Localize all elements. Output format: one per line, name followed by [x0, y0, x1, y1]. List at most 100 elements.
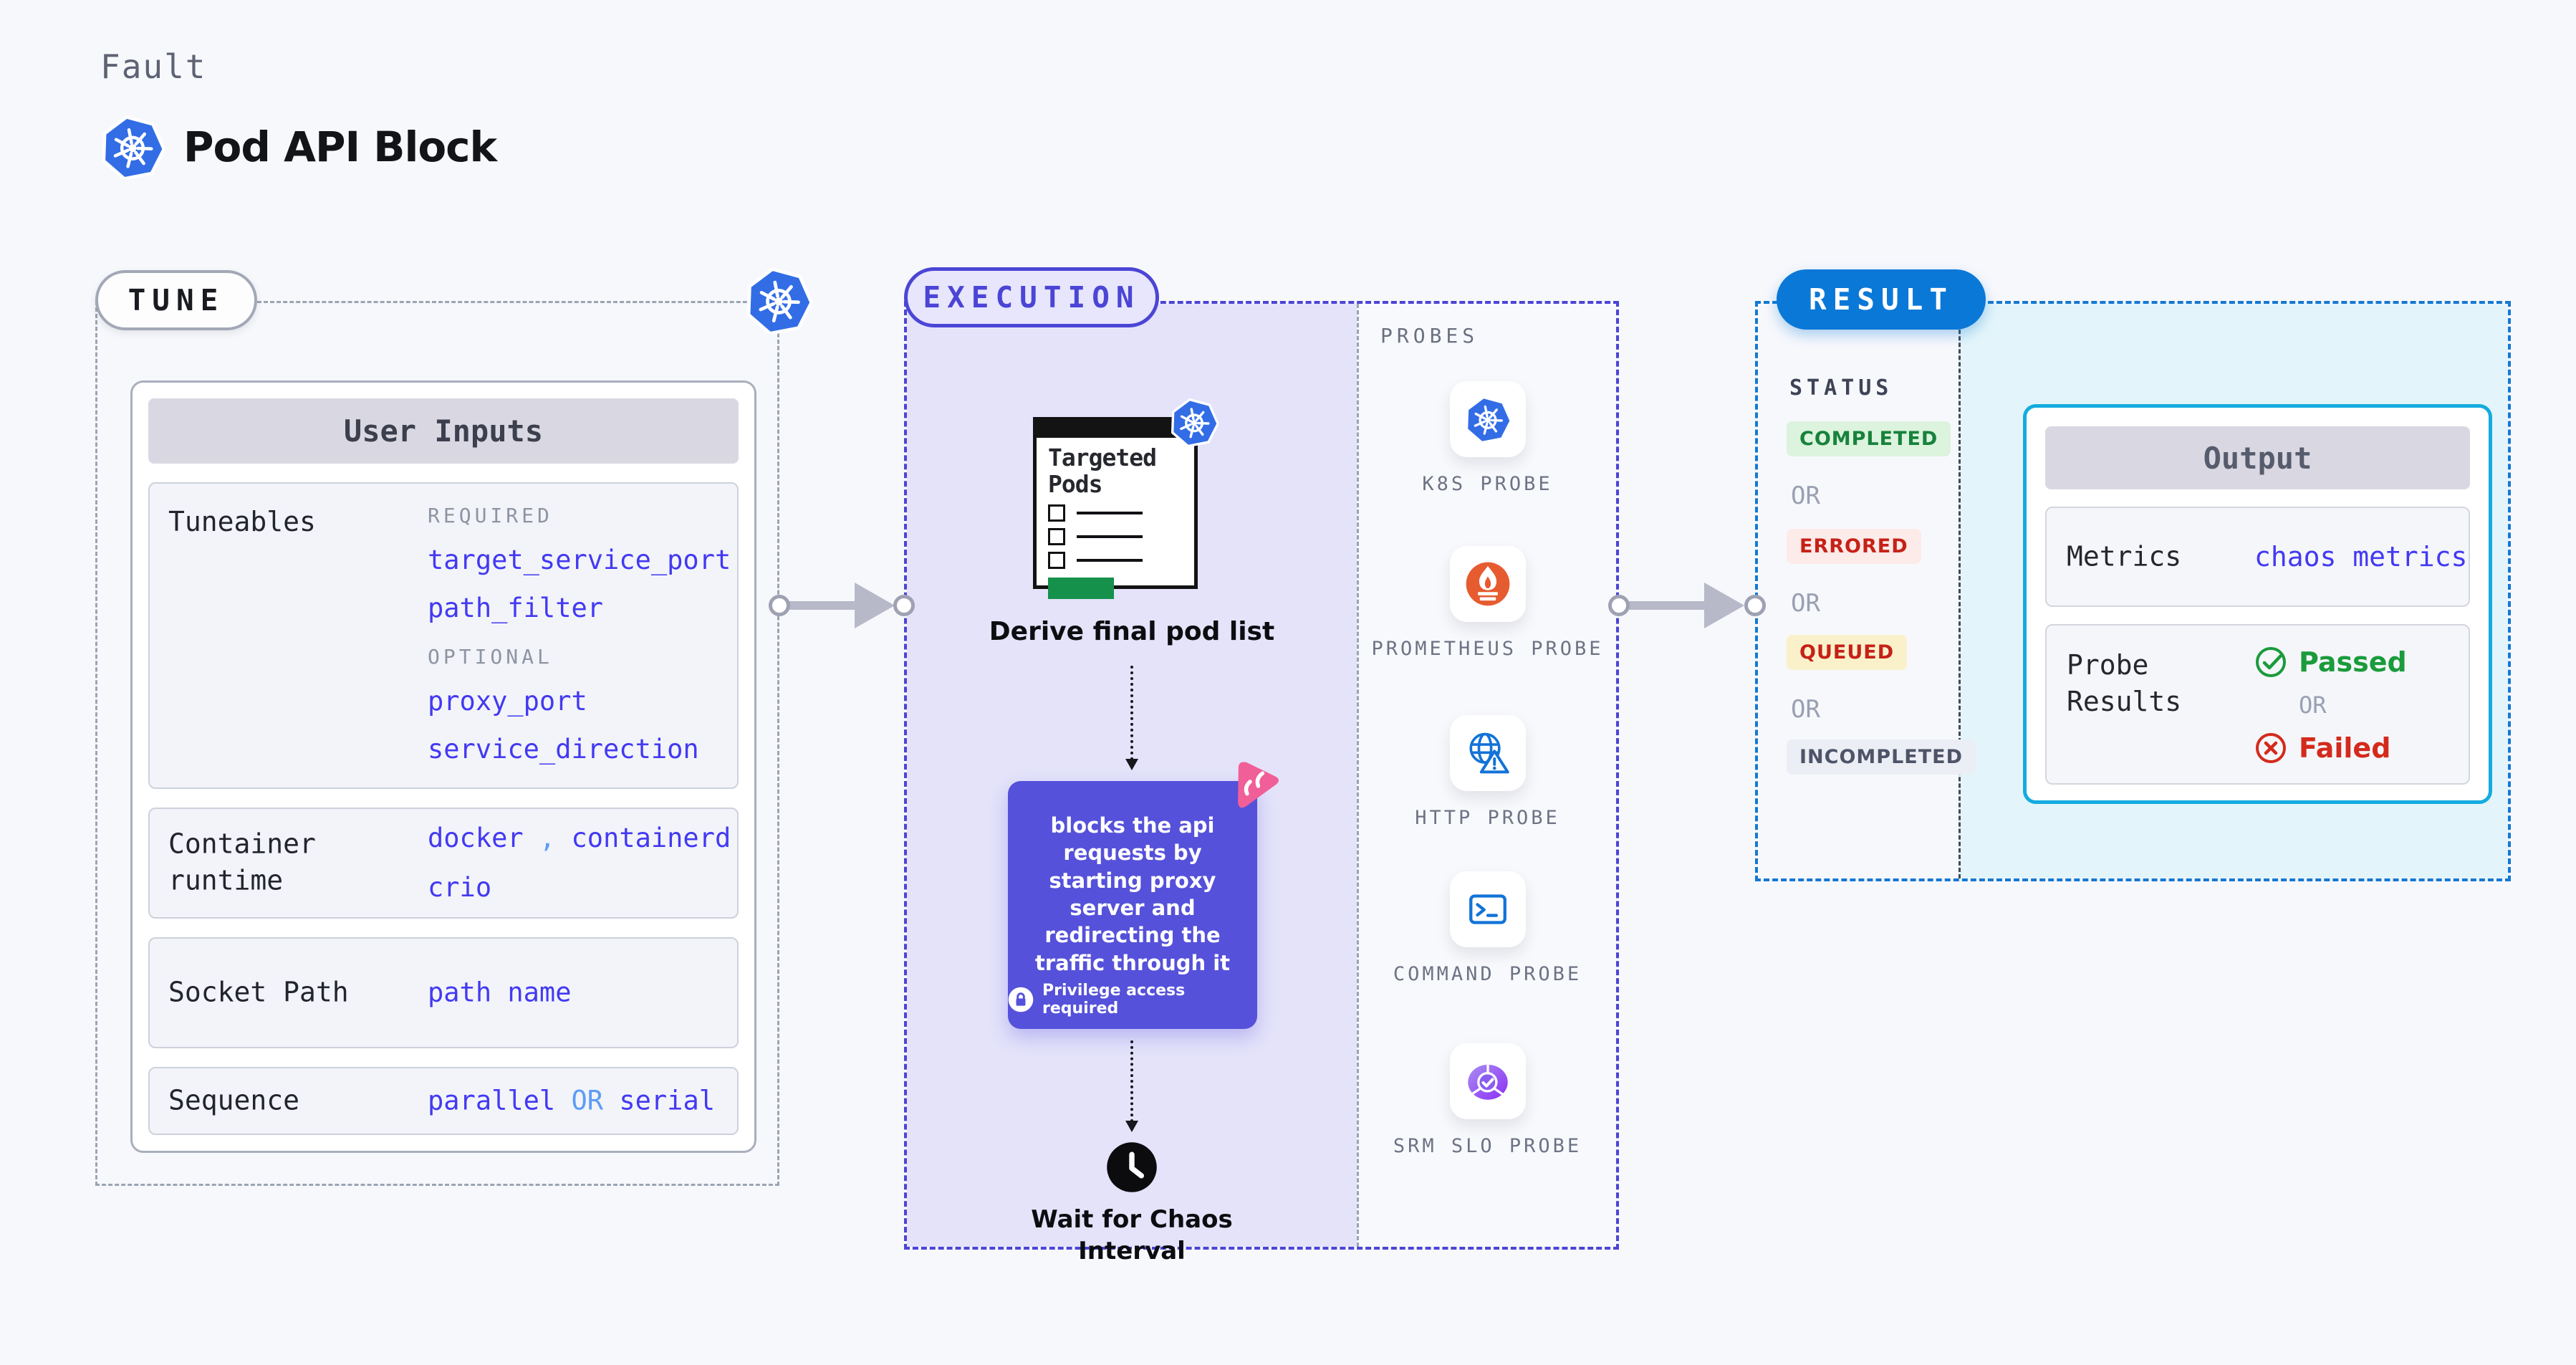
user-inputs-title: User Inputs: [148, 398, 739, 464]
fault-action-card: blocks the api requests by starting prox…: [1008, 762, 1279, 1029]
tuneable-target-service-port: target_service_port: [428, 545, 731, 576]
kubernetes-icon: [100, 115, 165, 179]
probe-label: PROMETHEUS PROBE: [1371, 638, 1604, 660]
runtime-crio: crio: [428, 872, 492, 904]
flow-arrow-down: [1125, 1040, 1138, 1132]
or-separator: OR: [2299, 691, 2327, 719]
result-section: STATUS COMPLETED OR ERRORED OR QUEUED OR…: [1755, 301, 2511, 881]
probe-k8s: K8S PROBE: [1359, 381, 1616, 498]
passed-result: Passed: [2254, 646, 2407, 679]
runtime-containerd: containerd: [571, 823, 731, 854]
or-separator: OR: [1791, 695, 1820, 724]
probe-results-row: Probe Results Passed OR Failed: [2045, 624, 2470, 785]
pod-checklist-item: [1048, 551, 1183, 569]
flow-arrow-down: [1125, 666, 1138, 770]
probe-card: [1449, 546, 1526, 622]
kubernetes-icon: [1464, 396, 1512, 443]
socket-path-label: Socket Path: [168, 976, 349, 1008]
user-inputs-card: User Inputs Tuneables REQUIRED target_se…: [130, 380, 756, 1153]
x-circle-icon: [2256, 733, 2286, 763]
window-titlebar: [1037, 421, 1194, 438]
tune-section: [95, 301, 779, 1186]
kubernetes-icon: [1170, 398, 1219, 446]
passed-label: Passed: [2299, 646, 2407, 678]
status-badge-completed: COMPLETED: [1787, 421, 1951, 456]
chaos-icon: [1238, 762, 1279, 808]
derive-pod-list-label: Derive final pod list: [989, 617, 1275, 646]
probe-label: SRM SLO PROBE: [1393, 1135, 1582, 1157]
metrics-value: chaos metrics: [2254, 541, 2468, 573]
privilege-note: Privilege access required: [1008, 982, 1257, 1017]
metrics-row: Metrics chaos metrics: [2045, 507, 2470, 607]
failed-result: Failed: [2254, 732, 2407, 765]
sequence-row: Sequence parallel OR serial: [148, 1066, 739, 1135]
runtime-docker: docker: [428, 823, 524, 854]
wait-chaos-interval-label: Wait for Chaos Interval: [1031, 1205, 1233, 1266]
probe-card: [1449, 871, 1526, 947]
container-runtime-label: Container runtime: [168, 828, 316, 897]
tune-badge: TUNE: [95, 270, 257, 330]
privilege-note-text: Privilege access required: [1042, 982, 1186, 1017]
tuneables-row: Tuneables REQUIRED target_service_port p…: [148, 482, 739, 789]
or-separator: OR: [1791, 482, 1820, 510]
probe-label: HTTP PROBE: [1415, 807, 1560, 829]
runtime-separator: ,: [539, 823, 556, 854]
tuneable-path-filter: path_filter: [428, 593, 604, 624]
prometheus-icon: [1466, 562, 1509, 606]
probes-title: PROBES: [1380, 324, 1479, 348]
lock-icon: [1008, 987, 1034, 1012]
status-badge-queued: QUEUED: [1787, 635, 1908, 670]
container-runtime-row: Container runtime docker , containerd cr…: [148, 807, 739, 919]
kubernetes-icon: [745, 267, 812, 334]
failed-label: Failed: [2299, 732, 2391, 764]
probe-card: [1449, 715, 1526, 791]
fault-action-text: blocks the api requests by starting prox…: [1034, 813, 1231, 975]
tune-to-execution-arrow: [769, 577, 915, 634]
optional-label: OPTIONAL: [428, 645, 553, 669]
slo-pie-check-icon: [1467, 1064, 1508, 1100]
sequence-or: OR: [571, 1085, 604, 1116]
status-badge-incompleted: INCOMPLETED: [1787, 739, 1976, 775]
sequence-label: Sequence: [168, 1084, 300, 1116]
execution-flow: Targeted Pods Derive final pod list bloc…: [907, 304, 1357, 1265]
probe-label: COMMAND PROBE: [1393, 963, 1582, 985]
probe-prometheus: PROMETHEUS PROBE: [1359, 546, 1616, 663]
output-card: Output Metrics chaos metrics Probe Resul…: [2023, 404, 2492, 804]
sequence-parallel: parallel: [428, 1085, 556, 1116]
clock-icon: [1107, 1142, 1157, 1192]
socket-path-row: Socket Path path name: [148, 937, 739, 1048]
check-circle-icon: [2256, 647, 2286, 677]
probes-panel: PROBES K8S PROBE PROMETHEUS PROBE: [1357, 304, 1616, 1247]
probe-card: [1449, 381, 1526, 457]
probe-srm-slo: SRM SLO PROBE: [1359, 1043, 1616, 1160]
targeted-pods-title: Targeted Pods: [1048, 444, 1157, 498]
pod-checklist-item: [1048, 527, 1183, 545]
http-globe-warning-icon: [1469, 732, 1509, 774]
metrics-label: Metrics: [2067, 540, 2182, 573]
required-label: REQUIRED: [428, 504, 553, 528]
pod-checklist-item: [1048, 504, 1183, 522]
tuneables-label: Tuneables: [168, 506, 316, 538]
execution-to-result-arrow: [1608, 577, 1766, 634]
progress-bar: [1048, 577, 1114, 599]
output-title: Output: [2045, 426, 2470, 489]
result-badge: RESULT: [1777, 269, 1986, 330]
page-title: Pod API Block: [183, 123, 497, 171]
probe-results-label: Probe Results: [2067, 649, 2182, 718]
tuneable-service-direction: service_direction: [428, 734, 699, 765]
probe-http: HTTP PROBE: [1359, 715, 1616, 832]
targeted-pods-card: Targeted Pods: [1033, 417, 1198, 599]
page-header: Pod API Block: [100, 115, 497, 179]
or-separator: OR: [1791, 589, 1820, 618]
execution-badge: EXECUTION: [904, 267, 1159, 327]
tuneable-proxy-port: proxy_port: [428, 686, 587, 717]
probe-command: COMMAND PROBE: [1359, 871, 1616, 988]
socket-path-value: path name: [428, 977, 572, 1008]
probe-card: [1449, 1043, 1526, 1119]
sequence-serial: serial: [619, 1085, 715, 1116]
status-badge-errored: ERRORED: [1787, 529, 1921, 564]
status-title: STATUS: [1789, 375, 1893, 401]
probe-label: K8S PROBE: [1422, 473, 1553, 495]
terminal-icon: [1469, 894, 1506, 924]
fault-kicker: Fault: [100, 47, 207, 86]
